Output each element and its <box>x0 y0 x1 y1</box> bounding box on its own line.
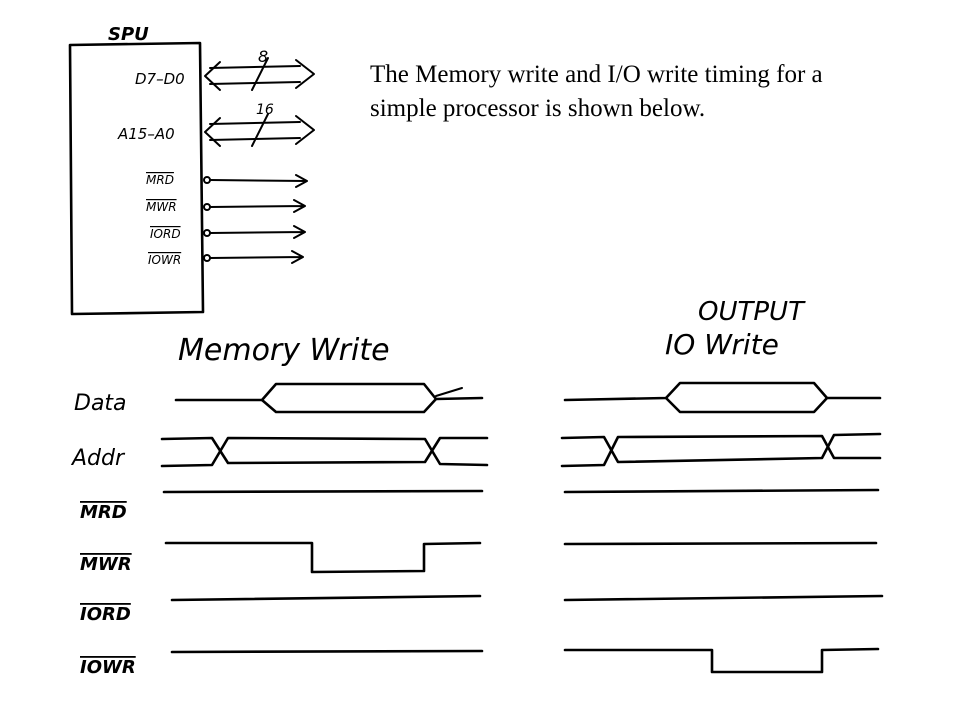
signal-label-addr: Addr <box>70 446 126 471</box>
signal-label-mrd: MRD <box>80 502 127 523</box>
mw-wave-iord <box>170 594 482 602</box>
description-text: The Memory write and I/O write timing fo… <box>370 61 823 122</box>
cpu-box <box>68 41 205 316</box>
io-wave-mrd <box>563 488 880 494</box>
address-bus-arrow: 16 <box>204 102 315 147</box>
signal-label-iord: IORD <box>80 604 131 625</box>
pin-label-data: D7–D0 <box>135 70 185 88</box>
mw-wave-mrd <box>162 489 484 494</box>
io-wave-mwr <box>563 541 878 546</box>
data-bus-arrow: 8 <box>204 47 315 91</box>
io-wave-iord <box>563 594 884 602</box>
memory-write-waveforms <box>160 382 489 654</box>
io-wave-iowr <box>563 647 880 674</box>
address-bus-width: 16 <box>256 102 274 118</box>
pin-label-iowr: IOWR <box>148 253 181 267</box>
signal-label-data: Data <box>74 391 127 416</box>
io-wave-data <box>563 381 882 402</box>
signal-label-iowr: IOWR <box>80 657 136 678</box>
cpu-block: SPU D7–D0 A15–A0 MRD MWR IORD IOWR 8 <box>68 24 315 316</box>
mw-wave-iowr <box>170 649 484 654</box>
mw-wave-mwr <box>164 541 482 574</box>
memory-write-title: Memory Write <box>178 333 390 368</box>
control-arrows <box>203 174 308 264</box>
data-bus-width: 8 <box>258 47 268 66</box>
pin-label-mrd: MRD <box>146 173 174 187</box>
pin-label-address: A15–A0 <box>117 125 175 143</box>
pin-label-iord: IORD <box>150 227 181 241</box>
signal-label-mwr: MWR <box>80 554 132 575</box>
io-wave-addr <box>560 432 882 464</box>
io-write-title-line1: OUTPUT <box>698 297 806 327</box>
io-write-waveforms <box>560 381 884 674</box>
mw-wave-data <box>174 382 484 402</box>
io-write-title-line2: IO Write <box>665 328 779 361</box>
pin-label-mwr: MWR <box>146 200 177 214</box>
cpu-title: SPU <box>108 24 149 45</box>
mw-wave-addr <box>160 436 489 465</box>
